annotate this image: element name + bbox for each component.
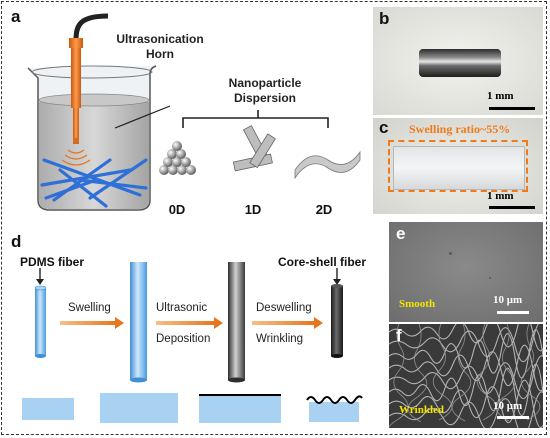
- fabrication-process: [22, 262, 363, 423]
- panel-c-photo: 1 mm: [373, 118, 543, 214]
- scale-label-b: 1 mm: [487, 90, 514, 102]
- swelling-outline: [388, 140, 528, 192]
- pdms-fiber-label: PDMS fiber: [20, 255, 85, 269]
- swelling-ratio: Swelling ratio~55%: [409, 122, 511, 136]
- panel-d-label: d: [11, 232, 22, 251]
- dim-1d: 1D: [244, 202, 262, 217]
- scale-bar-c: [489, 206, 535, 209]
- step-wrinkling: Wrinkling: [256, 333, 304, 345]
- swollen-sample: [393, 146, 525, 190]
- dim-0d: 0D: [168, 202, 186, 217]
- panel-b-label: b: [379, 9, 390, 28]
- step-deswelling: Deswelling: [256, 302, 312, 314]
- scale-label-f: 10 μm: [493, 400, 523, 412]
- panel-f-label: f: [396, 326, 402, 345]
- scale-bar-f: [497, 416, 529, 419]
- panel-f-sem: 10 μm Wrinkled: [389, 324, 543, 428]
- panel-e-label: e: [396, 224, 406, 243]
- step-swelling: Swelling: [68, 302, 111, 314]
- smooth-caption: Smooth: [399, 298, 436, 310]
- panel-b-photo: 1 mm: [373, 7, 543, 115]
- beaker-illustration: [27, 13, 170, 211]
- step-deposition: Deposition: [156, 333, 211, 345]
- wrinkled-caption: Wrinkled: [399, 404, 445, 416]
- scale-label-c: 1 mm: [487, 190, 514, 202]
- panel-a-label: a: [11, 7, 21, 26]
- scale-bar-e: [497, 311, 529, 314]
- panel-c-label: c: [379, 118, 389, 137]
- dim-2d: 2D: [315, 202, 333, 217]
- dispersion-label-line2: Dispersion: [233, 91, 296, 105]
- core-shell-fiber-label: Core-shell fiber: [278, 255, 367, 269]
- step-ultrasonic: Ultrasonic: [156, 302, 208, 314]
- panel-e-sem: 10 μm Smooth: [389, 222, 543, 322]
- nanoparticle-types: [159, 110, 361, 180]
- fiber-sample: [419, 49, 501, 77]
- scale-label-e: 10 μm: [493, 294, 523, 306]
- scale-bar-b: [489, 107, 535, 110]
- horn-label-line1: Ultrasonication: [116, 32, 204, 46]
- horn-label-line2: Horn: [146, 47, 174, 61]
- dispersion-label-line1: Nanoparticle: [228, 76, 302, 90]
- wrinkle-texture: [389, 324, 543, 428]
